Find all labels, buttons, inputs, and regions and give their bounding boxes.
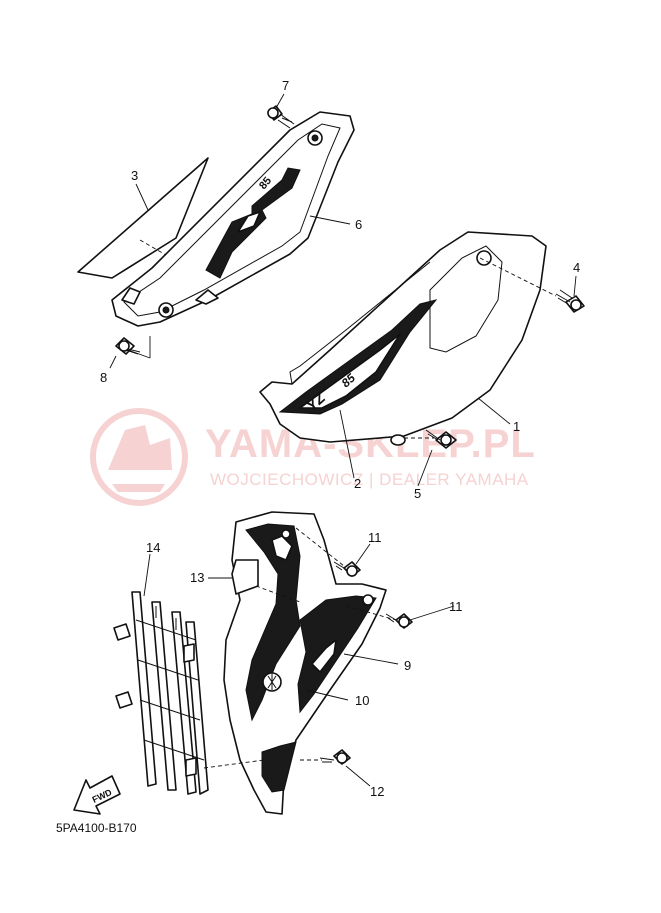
diagram-code: 5PA4100-B170: [56, 821, 137, 835]
part-11-bolt-b: [385, 613, 413, 629]
part-4-bolt: [555, 289, 585, 313]
callout-13: 13: [190, 570, 204, 585]
part-2-decal: YZ 85: [278, 299, 438, 415]
callout-4: 4: [573, 260, 580, 275]
part-7-bolt: [267, 105, 295, 129]
callout-12: 12: [370, 784, 384, 799]
callout-10: 10: [355, 693, 369, 708]
part-13-pad: [231, 559, 259, 595]
callout-3: 3: [131, 168, 138, 183]
callout-labels: 1 2 3 4 5 6 7 8 9 10 11 11 12 13 14: [100, 78, 580, 799]
callout-7: 7: [282, 78, 289, 93]
part-6-upper-side-cover: 85: [111, 111, 355, 327]
callout-6: 6: [355, 217, 362, 232]
part-14-radiator-louver: [113, 591, 209, 795]
watermark-subtitle: WOJCIECHOWICZ | DEALER YAMAHA: [210, 470, 529, 489]
callout-11-b: 11: [449, 599, 463, 614]
part-9-radiator-shroud: [223, 511, 387, 815]
callout-11-a: 11: [368, 530, 382, 545]
watermark-logo-icon: [90, 408, 188, 506]
callout-8: 8: [100, 370, 107, 385]
callout-14: 14: [146, 540, 160, 555]
fwd-arrow-icon: FWD: [73, 775, 121, 815]
part-11-bolt-a: [333, 561, 361, 577]
part-5-bolt: [425, 429, 457, 449]
callout-2: 2: [354, 476, 361, 491]
callout-5: 5: [414, 486, 421, 501]
part-12-bolt: [319, 749, 351, 765]
callout-9: 9: [404, 658, 411, 673]
callout-1: 1: [513, 419, 520, 434]
leader-lines: [109, 93, 577, 787]
tuning-fork-logo-icon: [262, 672, 282, 692]
part-8-bolt: [115, 337, 141, 355]
